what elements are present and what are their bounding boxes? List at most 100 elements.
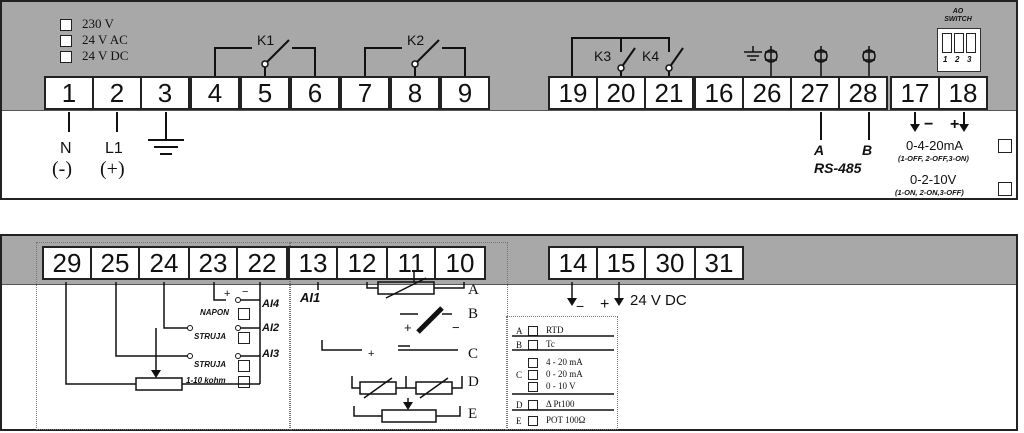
legend-c-letter: C <box>516 370 523 380</box>
ao-voltage-checkbox[interactable] <box>998 182 1012 196</box>
ao-dip-switch[interactable]: 1 2 3 <box>937 28 981 72</box>
ao-current-checkbox[interactable] <box>998 139 1012 153</box>
potentiometer-icon <box>135 377 183 391</box>
legend-c3-checkbox[interactable] <box>528 382 538 392</box>
ao-range-voltage: 0-2-10V <box>910 172 957 187</box>
legend-b-letter: B <box>516 340 523 350</box>
legend-c1-checkbox[interactable] <box>528 358 538 368</box>
analog-signal-c-icon <box>321 340 362 351</box>
ai4-minus-sign: − <box>242 286 249 298</box>
terminal-8[interactable]: 8 <box>390 76 440 110</box>
supply-minus-sign: − <box>576 298 585 314</box>
relay-k1-label: K1 <box>257 32 275 48</box>
legend-e-letter: E <box>516 416 522 426</box>
dip-number-1: 1 <box>943 55 948 64</box>
terminal-2[interactable]: 2 <box>92 76 142 110</box>
relay-k3-contact-icon <box>620 47 636 69</box>
terminal-1[interactable]: 1 <box>44 76 94 110</box>
bottom-terminal-panel: 29 25 24 23 22 13 12 11 10 14 15 30 31 −… <box>0 234 1018 431</box>
top-wiring-diagram <box>68 37 969 155</box>
ao-plus-sign: + <box>950 116 960 133</box>
terminal-24[interactable]: 24 <box>138 246 190 280</box>
ai1-input-region <box>290 242 508 430</box>
napon-checkbox[interactable] <box>238 308 250 320</box>
struja-checkbox-2[interactable] <box>238 360 250 372</box>
dip-switch-2[interactable] <box>954 33 964 53</box>
wire-10 <box>434 282 465 289</box>
rs485-label: RS-485 <box>814 160 862 176</box>
terminal-15[interactable]: 15 <box>596 246 646 280</box>
terminal-20[interactable]: 20 <box>596 76 646 110</box>
tc-plus-sign: + <box>404 320 412 335</box>
legend-d-letter: D <box>516 400 523 410</box>
neutral-label: N <box>60 140 72 157</box>
dip-switch-3[interactable] <box>966 33 976 53</box>
terminal-29[interactable]: 29 <box>42 246 92 280</box>
supply-230v-label: 230 V <box>82 16 114 31</box>
terminal-22[interactable]: 22 <box>236 246 288 280</box>
rs485-a-label: A <box>814 142 825 158</box>
terminal-28[interactable]: 28 <box>838 76 888 110</box>
terminal-16[interactable]: 16 <box>694 76 744 110</box>
legend-c-0-20ma: 0 - 20 mA <box>546 369 583 379</box>
ao-minus-sign: − <box>924 116 934 133</box>
supply-24vdc-checkbox[interactable] <box>60 51 72 63</box>
tc-minus-sign: − <box>452 320 460 335</box>
ao-switch-title: AO SWITCH <box>940 8 976 24</box>
supply-24vac-checkbox[interactable] <box>60 35 72 47</box>
relay-k4-contact-icon <box>668 47 684 69</box>
pot-checkbox[interactable] <box>238 376 250 388</box>
dip-switch-1[interactable] <box>942 33 952 53</box>
legend-e-checkbox[interactable] <box>528 416 538 426</box>
wire-23 <box>213 282 226 301</box>
terminal-4[interactable]: 4 <box>190 76 240 110</box>
terminal-6[interactable]: 6 <box>290 76 340 110</box>
relay-k2-contact-icon <box>414 39 440 65</box>
wire-24 <box>163 282 190 329</box>
legend-c-0-10v: 0 - 10 V <box>546 381 576 391</box>
terminal-26[interactable]: 26 <box>742 76 792 110</box>
legend-pot-100: POT 100Ω <box>546 415 586 425</box>
ao-range-current-config: (1-OFF, 2-OFF,3-ON) <box>898 154 969 163</box>
terminal-23[interactable]: 23 <box>188 246 238 280</box>
wire-29 <box>65 282 136 385</box>
ai4-label: AI4 <box>262 298 280 310</box>
terminal-18[interactable]: 18 <box>938 76 988 110</box>
legend-delta-pt100: Δ Pt100 <box>546 399 575 409</box>
terminal-12[interactable]: 12 <box>336 246 388 280</box>
neutral-sign: (-) <box>52 158 72 180</box>
terminal-7[interactable]: 7 <box>340 76 390 110</box>
terminal-3[interactable]: 3 <box>140 76 190 110</box>
legend-region <box>506 316 618 430</box>
terminal-31[interactable]: 31 <box>694 246 744 280</box>
sensor-option-b: B <box>468 306 479 322</box>
terminal-5[interactable]: 5 <box>240 76 290 110</box>
relay-k4-label: K4 <box>642 48 660 64</box>
sensor-option-d: D <box>468 374 479 390</box>
terminal-10[interactable]: 10 <box>434 246 486 280</box>
legend-c2-checkbox[interactable] <box>528 370 538 380</box>
left-input-region <box>36 242 290 430</box>
supply-24vdc-label-bottom: 24 V DC <box>630 292 687 309</box>
struja-label-2: STRUJA <box>194 360 227 369</box>
terminal-27[interactable]: 27 <box>790 76 840 110</box>
mA-plus-sign: + <box>368 348 375 360</box>
struja-label-1: STRUJA <box>194 332 227 341</box>
ao-range-voltage-config: (1-ON, 2-ON,3-OFF) <box>895 188 964 197</box>
terminal-14[interactable]: 14 <box>548 246 598 280</box>
sensor-option-a: A <box>468 282 479 298</box>
supply-24vdc-label: 24 V DC <box>82 48 129 63</box>
bottom-wiring-diagram <box>65 270 624 423</box>
line-l1-sign: (+) <box>100 158 125 180</box>
supply-230v-checkbox[interactable] <box>60 19 72 31</box>
terminal-21[interactable]: 21 <box>644 76 694 110</box>
thermocouple-icon <box>416 306 444 334</box>
struja-checkbox-1[interactable] <box>238 332 250 344</box>
terminal-19[interactable]: 19 <box>548 76 598 110</box>
relay-k2-label: K2 <box>407 32 425 48</box>
terminal-17[interactable]: 17 <box>890 76 940 110</box>
dip-number-3: 3 <box>967 55 972 64</box>
relay-k3-label: K3 <box>594 48 612 64</box>
terminal-9[interactable]: 9 <box>440 76 490 110</box>
supply-24vac-label: 24 V AC <box>82 32 128 47</box>
